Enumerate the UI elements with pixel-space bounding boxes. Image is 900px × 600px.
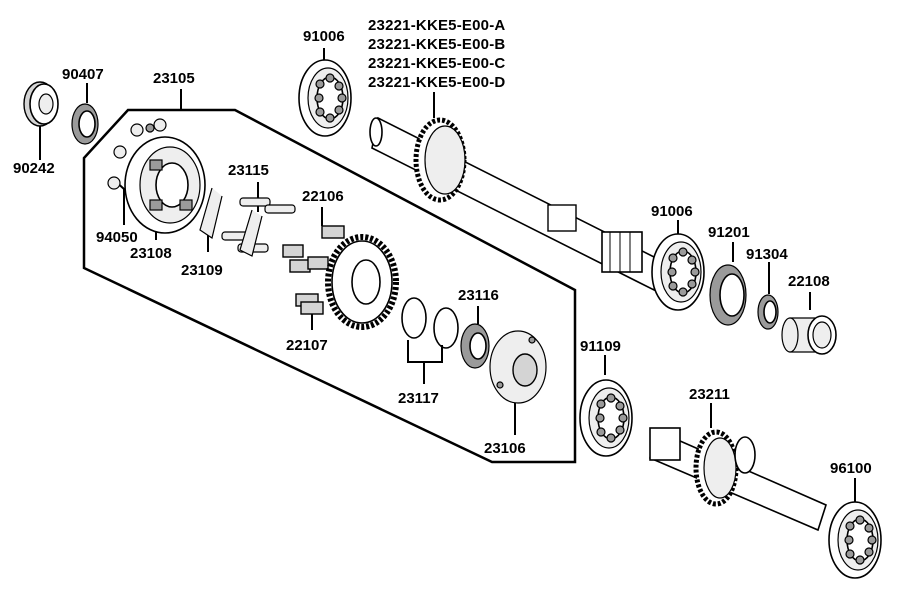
plate-23108 [124, 136, 206, 234]
label-91006-top: 91006 [303, 28, 345, 45]
label-23109: 23109 [181, 262, 223, 279]
rings-23117 [401, 297, 459, 349]
label-23108: 23108 [130, 245, 172, 262]
bearing-96100 [828, 501, 882, 579]
label-22106: 22106 [302, 188, 344, 205]
bearing-91006-mid [651, 233, 705, 311]
label-23221-a: 23221-KKE5-E00-A [368, 17, 506, 34]
assembly-outline [82, 108, 577, 464]
label-23115: 23115 [228, 162, 269, 179]
leader-lines [39, 48, 856, 502]
label-91006-mid: 91006 [651, 203, 693, 220]
label-23105: 23105 [153, 70, 195, 87]
label-91201: 91201 [708, 224, 750, 241]
label-90242: 90242 [13, 160, 55, 177]
seal-91201 [709, 264, 747, 326]
bearing-91006-top [298, 59, 352, 137]
label-23221-d: 23221-KKE5-E00-D [368, 74, 506, 91]
label-23117: 23117 [398, 390, 439, 407]
collar-22108 [781, 315, 837, 355]
links-23109 [199, 187, 263, 257]
label-91304: 91304 [746, 246, 788, 263]
label-23116: 23116 [458, 287, 499, 304]
springs-22107 [295, 293, 324, 315]
shaft-23211 [649, 427, 827, 532]
label-23211: 23211 [689, 386, 730, 403]
label-23221-b: 23221-KKE5-E00-B [368, 36, 506, 53]
label-22108: 22108 [788, 273, 830, 290]
washer-90407 [71, 103, 99, 145]
label-90407: 90407 [62, 66, 104, 83]
shaft-23221 [369, 116, 661, 292]
bolts-94050 [107, 118, 167, 190]
seal-23116 [460, 323, 490, 369]
hub-23106 [489, 330, 547, 404]
label-23221-c: 23221-KKE5-E00-C [368, 55, 506, 72]
springs-22106 [282, 225, 345, 273]
nut-90242 [23, 81, 59, 127]
label-22107: 22107 [286, 337, 328, 354]
gear-clutch [325, 234, 399, 330]
label-94050: 94050 [96, 229, 138, 246]
label-96100: 96100 [830, 460, 872, 477]
bearing-91109 [579, 379, 633, 457]
ring-91304 [757, 294, 779, 330]
label-91109: 91109 [580, 338, 621, 355]
label-23106: 23106 [484, 440, 526, 457]
